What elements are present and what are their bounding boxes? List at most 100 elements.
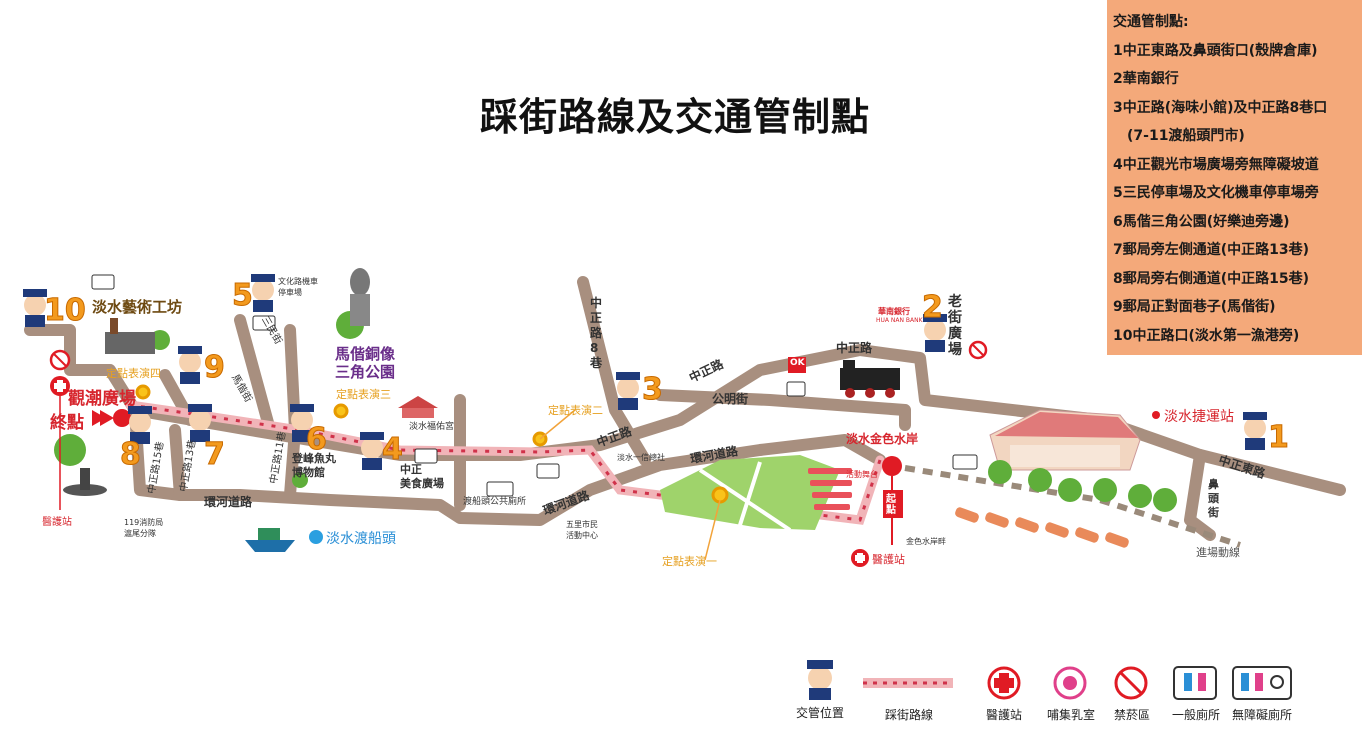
label-qingshui-temple: 淡水福佑宮: [409, 422, 455, 432]
label-golden-waterfront: 淡水金色水岸: [846, 432, 919, 446]
road-lane13: [169, 424, 186, 501]
control-number-5: 5: [232, 278, 254, 314]
label-medical-2: 醫護站: [872, 553, 905, 566]
label-fire-brigade: 119消防局 滬尾分隊: [124, 518, 164, 538]
road-label-gongming: 公明街: [712, 392, 749, 406]
control-point-item: 1中正東路及鼻頭街口(殼牌倉庫): [1113, 42, 1318, 59]
end-arrow-2: [100, 410, 114, 426]
label-start-point: 起點: [886, 494, 896, 516]
control-point-item: (7-11渡船頭門市): [1127, 128, 1245, 144]
control-point-item: 8郵局旁右側通道(中正路15巷): [1113, 270, 1310, 287]
panel-heading: 交通管制點:: [1113, 14, 1189, 30]
toilet-markers: [91, 274, 978, 497]
label-golden-bay: 金色水岸畔: [906, 537, 946, 546]
start-point-marker: [882, 456, 902, 476]
label-huanan-bank: 華南銀行: [878, 307, 910, 316]
mackay-statue-icon: [350, 268, 370, 326]
legend-route-label: 踩街路線: [885, 708, 934, 722]
legend-medical-label: 醫護站: [986, 708, 1023, 722]
control-number-3: 3: [642, 372, 664, 408]
label-performance-4: 定點表演四: [106, 367, 161, 380]
control-point-item: 6馬偕三角公園(好樂迪旁邊): [1113, 213, 1290, 230]
legend-no-smoking-label: 禁菸區: [1114, 708, 1151, 722]
label-ok-store: OK: [790, 358, 805, 368]
legend-accessible-toilet-label: 無障礙廁所: [1232, 708, 1293, 722]
control-number-8: 8: [120, 437, 142, 473]
train-icon: [840, 360, 900, 398]
label-medical-1: 醫護站: [42, 517, 72, 528]
medical-marker-left: [50, 376, 70, 510]
control-point-item: 9郵局正對面巷子(馬偕街): [1113, 299, 1276, 315]
label-ferry-pier: 淡水渡船頭: [326, 531, 396, 547]
traffic-police-icons: [23, 274, 1267, 470]
road-label-zhongzheng-2: 中正路: [836, 341, 873, 355]
entrance-route-line: [904, 465, 1241, 548]
label-performance-3: 定點表演三: [336, 388, 391, 401]
control-point-item: 4中正觀光市場廣場旁無障礙坡道: [1113, 156, 1319, 173]
stands: [808, 468, 852, 510]
road-label-bitou: 鼻頭街: [1208, 478, 1219, 519]
label-art-workshop: 淡水藝術工坊: [92, 298, 183, 316]
ferry-boat-icon: [245, 528, 295, 552]
road-bitou: [1184, 449, 1216, 541]
control-number-10: 10: [44, 293, 87, 329]
label-end-point: 終點: [50, 413, 84, 433]
control-point-item: 7郵局旁左側通道(中正路13巷): [1113, 242, 1310, 258]
label-first-credit: 淡水一信總社: [617, 453, 665, 462]
label-zhongzheng-food: 中正 美食廣場: [400, 463, 444, 490]
control-number-1: 1: [1268, 420, 1290, 456]
medical-marker-right: [851, 549, 869, 567]
control-number-9: 9: [204, 350, 226, 386]
label-performance-2: 定點表演二: [548, 404, 603, 417]
control-number-7: 7: [204, 437, 226, 473]
label-wuli-center: 五里市民 活動中心: [566, 520, 598, 540]
road-network: [24, 276, 1346, 541]
road-label-huanhe-3: 環河道路: [204, 495, 253, 509]
legend-toilet-label: 一般廁所: [1172, 708, 1221, 722]
ferry-dot: [309, 530, 323, 544]
control-point-item: 2華南銀行: [1113, 71, 1179, 87]
mrt-dot: [1152, 411, 1160, 419]
boats: [955, 507, 1129, 548]
end-point-marker: [113, 409, 131, 427]
label-huanan-bank-en: HUA NAN BANK: [876, 317, 923, 324]
ok-store-sign: [788, 357, 806, 373]
legend-graphics: [807, 660, 1292, 700]
mrt-station-building: [989, 409, 1141, 471]
temple-icon: [398, 396, 438, 418]
label-performance-1: 定點表演一: [662, 555, 717, 568]
label-old-street: 老街 廣場: [948, 294, 962, 358]
label-mackay-statue: 馬偕銅像 三角公園: [335, 345, 396, 381]
map-title: 踩街路線及交通管制點: [480, 95, 871, 139]
control-point-item: 5三民停車場及文化機車停車場旁: [1113, 185, 1319, 201]
performance-leader-lines: [539, 409, 721, 561]
label-entrance-route: 進場動線: [1196, 546, 1240, 559]
control-point-item: 10中正路口(淡水第一漁港旁): [1113, 327, 1300, 344]
end-arrow-1: [92, 410, 106, 426]
label-guanchao-square: 觀潮廣場: [68, 389, 136, 409]
control-number-6: 6: [306, 422, 328, 458]
performance-markers: [135, 384, 729, 504]
park-paths: [698, 461, 792, 532]
legend-nursing-label: 哺集乳室: [1047, 708, 1096, 722]
label-activity-stage: 活動舞台: [846, 470, 878, 479]
road-sanmin: [234, 314, 276, 436]
label-culture-parking: 文化路機車 停車場: [278, 277, 318, 297]
label-mrt-station: 淡水捷運站: [1164, 409, 1234, 425]
control-number-4: 4: [382, 432, 404, 468]
control-number-2: 2: [922, 290, 944, 326]
legend-police-label: 交管位置: [796, 706, 845, 720]
label-ferry-toilet: 渡船頭公共廁所: [463, 497, 527, 507]
no-smoking-icon-map: [49, 340, 988, 371]
fountain-icon: [63, 468, 107, 496]
control-point-item: 3中正路(海味小館)及中正路8巷口: [1113, 99, 1328, 116]
control-points-panel: 交通管制點: 1中正東路及鼻頭街口(殼牌倉庫) 2華南銀行 3中正路(海味小館)…: [1107, 0, 1362, 355]
road-zhongzheng: [24, 324, 1346, 496]
road-lane8: [577, 276, 651, 466]
road-gongming: [654, 389, 911, 431]
art-workshop-building: [105, 318, 155, 354]
label-fishing-museum: 登峰魚丸 博物館: [292, 452, 336, 479]
start-flag: [883, 490, 903, 518]
road-label-lane8: 中正路8巷: [590, 296, 603, 370]
